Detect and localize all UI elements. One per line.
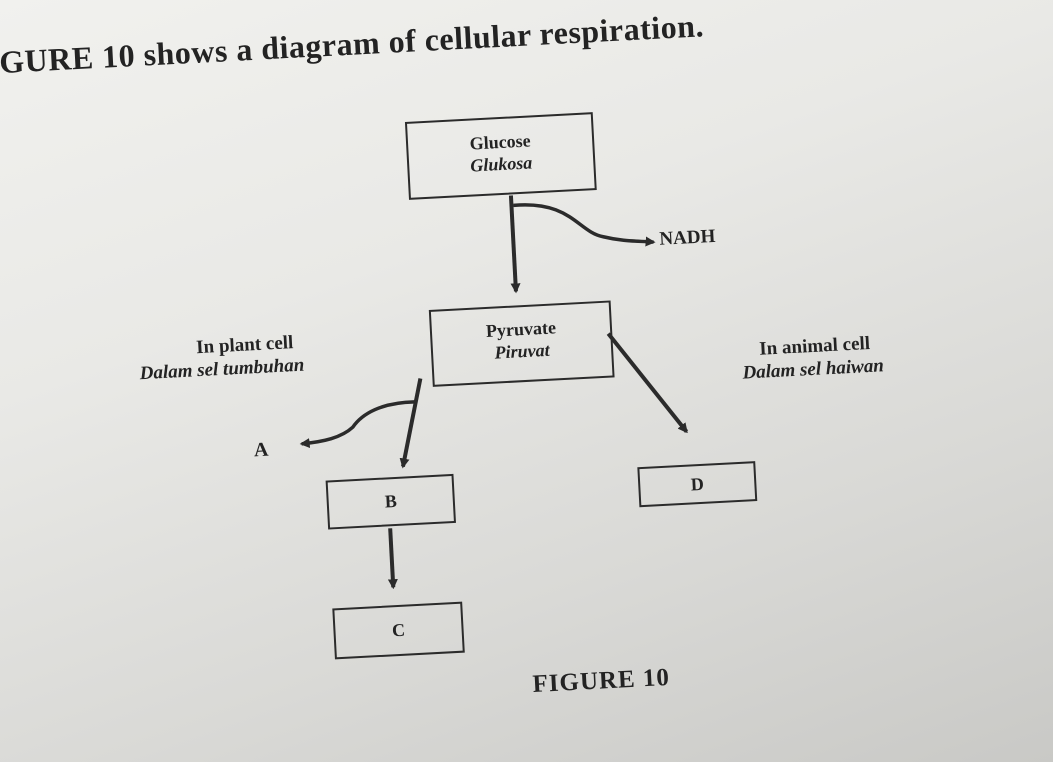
pyruvate-box: Pyruvate Piruvat [428,300,615,387]
b-box: B [325,473,456,530]
b-letter: B [384,490,398,512]
plant-cell-label: In plant cell Dalam sel tumbuhan [139,331,305,384]
arrow-pyruvate-to-b [399,378,423,469]
a-label: A [253,438,269,462]
c-box: C [332,601,465,660]
arrow-a-branch [299,400,415,449]
arrow-b-to-c [387,528,398,590]
c-letter: C [391,619,406,641]
d-box: D [637,461,758,508]
nadh-label: NADH [658,225,716,250]
arrow-glucose-to-pyruvate [508,195,521,294]
d-letter: D [690,473,705,495]
arrow-pyruvate-to-d [606,332,689,434]
glucose-box: Glucose Glukosa [404,112,597,200]
arrow-nadh-branch [513,203,656,247]
animal-cell-label: In animal cell Dalam sel haiwan [741,331,885,384]
